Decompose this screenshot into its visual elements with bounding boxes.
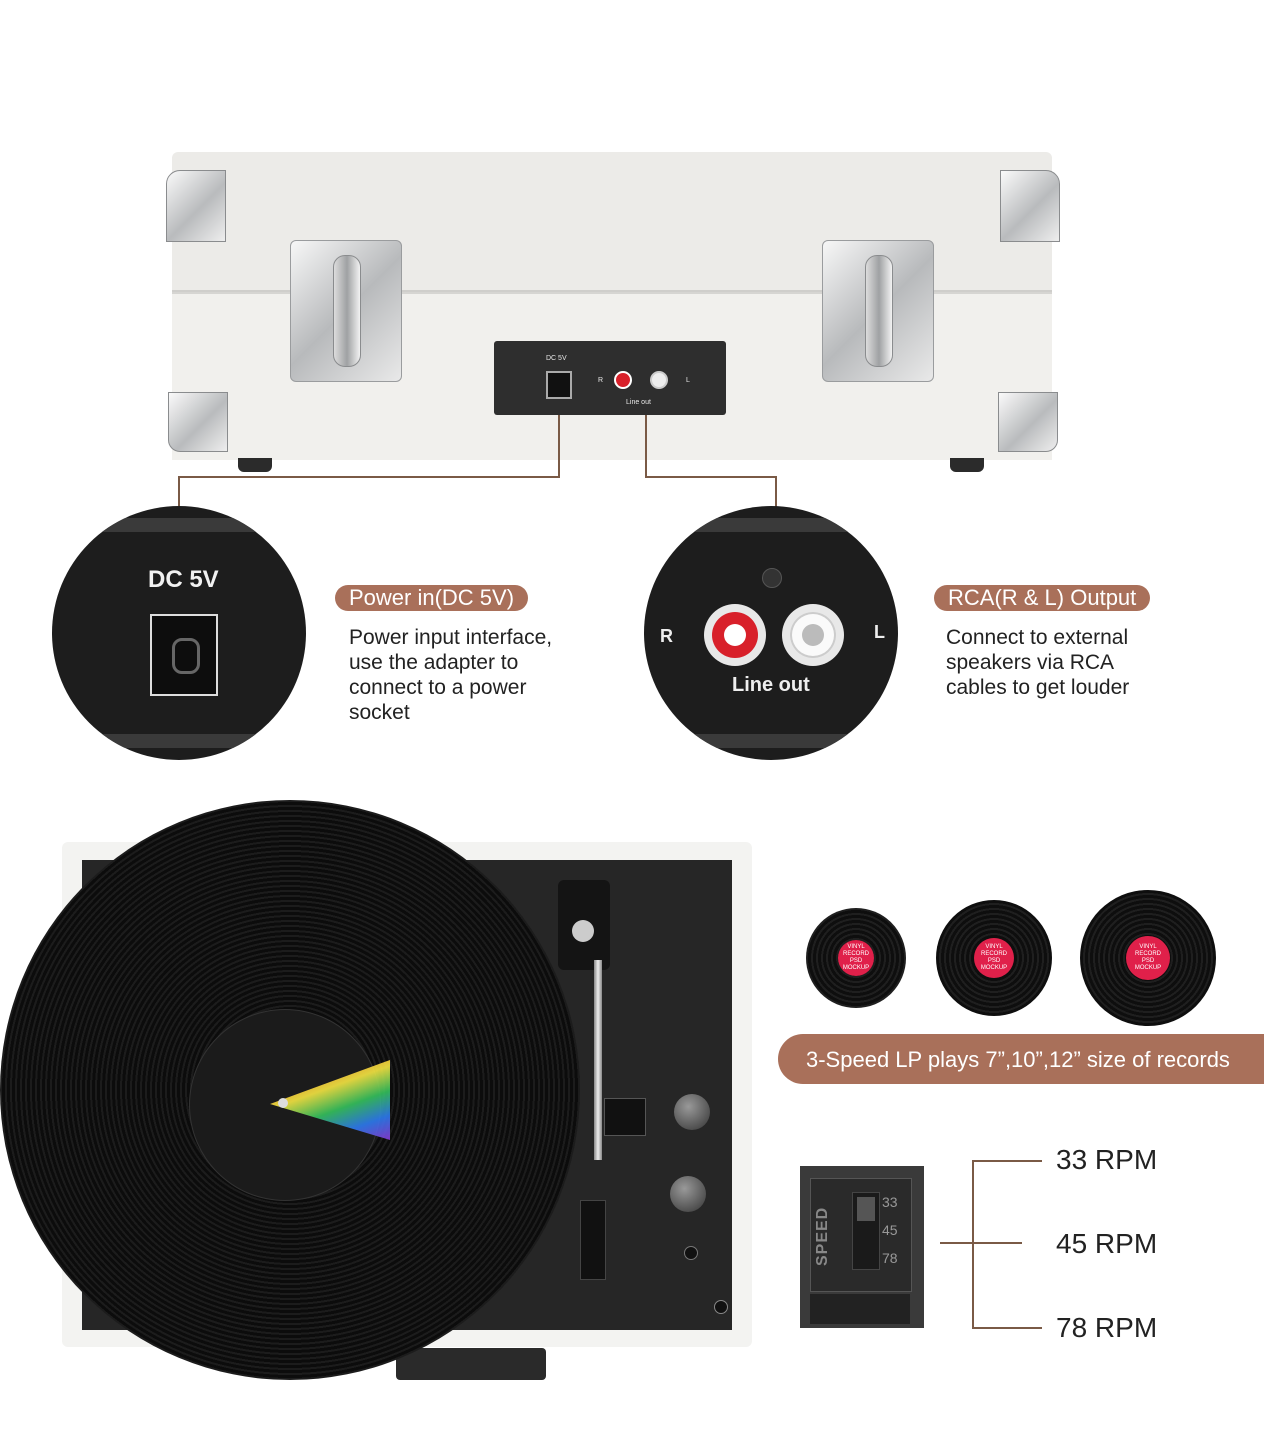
rca-jack-red (614, 371, 632, 389)
volume-knob (674, 1094, 710, 1130)
case-latch-left (290, 240, 402, 382)
zoom-r-label: R (660, 626, 673, 646)
connector-line (940, 1242, 974, 1244)
tonearm-base (558, 880, 610, 970)
speed-45-rpm: 45 RPM (1056, 1228, 1158, 1259)
screw-icon (762, 568, 782, 588)
rca-output-zoom: R L Line out (644, 506, 898, 760)
headshell (580, 1200, 606, 1280)
speed-switch-base (810, 1294, 910, 1324)
connector-line (972, 1327, 1042, 1329)
speed-mark: 78 (882, 1250, 898, 1266)
speed-33-rpm: 33 RPM (1056, 1144, 1158, 1175)
arm-rest (604, 1098, 646, 1136)
case-corner-bottom-right (998, 392, 1058, 452)
mini-record-label: VINYL RECORD PSD MOCKUP (1126, 936, 1170, 980)
mini-record-label: VINYL RECORD PSD MOCKUP (974, 938, 1014, 978)
power-volume-knob (670, 1176, 706, 1212)
connector-line (178, 476, 560, 478)
panel-edge (52, 518, 306, 532)
connector-line (972, 1160, 1042, 1162)
zoom-dc-label: DC 5V (148, 566, 219, 593)
record-12-inch: VINYL RECORD PSD MOCKUP (1080, 890, 1216, 1026)
panel-dc-label: DC 5V (546, 355, 567, 362)
back-connector-panel: DC 5V R L Line out (494, 341, 726, 415)
headphone-jack (684, 1246, 698, 1260)
mini-record-label: VINYL RECORD PSD MOCKUP (838, 940, 874, 976)
record-spindle (278, 1098, 288, 1108)
dc-power-jack (546, 371, 572, 399)
case-foot-left (238, 458, 272, 472)
records-banner: 3-Speed LP plays 7”,10”,12” size of reco… (778, 1034, 1264, 1084)
dc-jack-zoom (150, 614, 218, 696)
panel-edge (644, 518, 898, 532)
records-banner-text: 3-Speed LP plays 7”,10”,12” size of reco… (806, 1047, 1230, 1072)
case-corner-bottom-left (168, 392, 228, 452)
power-in-description: Power input interface, use the adapter t… (349, 626, 553, 724)
panel-line-out-label: Line out (626, 399, 651, 406)
rca-output-description: Connect to external speakers via RCA cab… (946, 626, 1130, 699)
speed-slider (852, 1192, 880, 1270)
speed-mark: 45 (882, 1222, 898, 1238)
rca-jack-white-zoom (782, 604, 844, 666)
speed-switch-photo: SPEED 33 45 78 (800, 1166, 924, 1328)
panel-r-label: R (598, 377, 604, 384)
connector-line (558, 415, 560, 477)
connector-line (972, 1242, 1022, 1244)
connector-line (645, 476, 777, 478)
carry-handle (396, 1348, 546, 1380)
speed-mark: 33 (882, 1194, 898, 1210)
connector-line (972, 1160, 974, 1328)
speed-switch-label: SPEED (814, 1206, 831, 1266)
screw-icon (714, 1300, 728, 1314)
panel-edge (644, 734, 898, 748)
rca-jack-white (650, 371, 668, 389)
tonearm (594, 960, 602, 1160)
rca-output-title: RCA(R & L) Output (934, 585, 1151, 611)
speed-78-rpm: 78 RPM (1056, 1312, 1158, 1343)
connector-line (775, 476, 777, 512)
connector-line (645, 415, 647, 477)
record-7-inch: VINYL RECORD PSD MOCKUP (806, 908, 906, 1008)
dc-jack-pin (172, 638, 200, 674)
power-in-title: Power in(DC 5V) (335, 585, 529, 611)
panel-edge (52, 734, 306, 748)
power-jack-zoom: DC 5V (52, 506, 306, 760)
panel-l-label: L (686, 377, 690, 384)
zoom-line-out-label: Line out (732, 674, 810, 696)
zoom-l-label: L (874, 622, 885, 642)
rca-jack-red-zoom (704, 604, 766, 666)
case-latch-right (822, 240, 934, 382)
case-corner-top-right (1000, 170, 1060, 242)
case-foot-right (950, 458, 984, 472)
connector-line (178, 476, 180, 516)
record-10-inch: VINYL RECORD PSD MOCKUP (936, 900, 1052, 1016)
case-corner-top-left (166, 170, 226, 242)
